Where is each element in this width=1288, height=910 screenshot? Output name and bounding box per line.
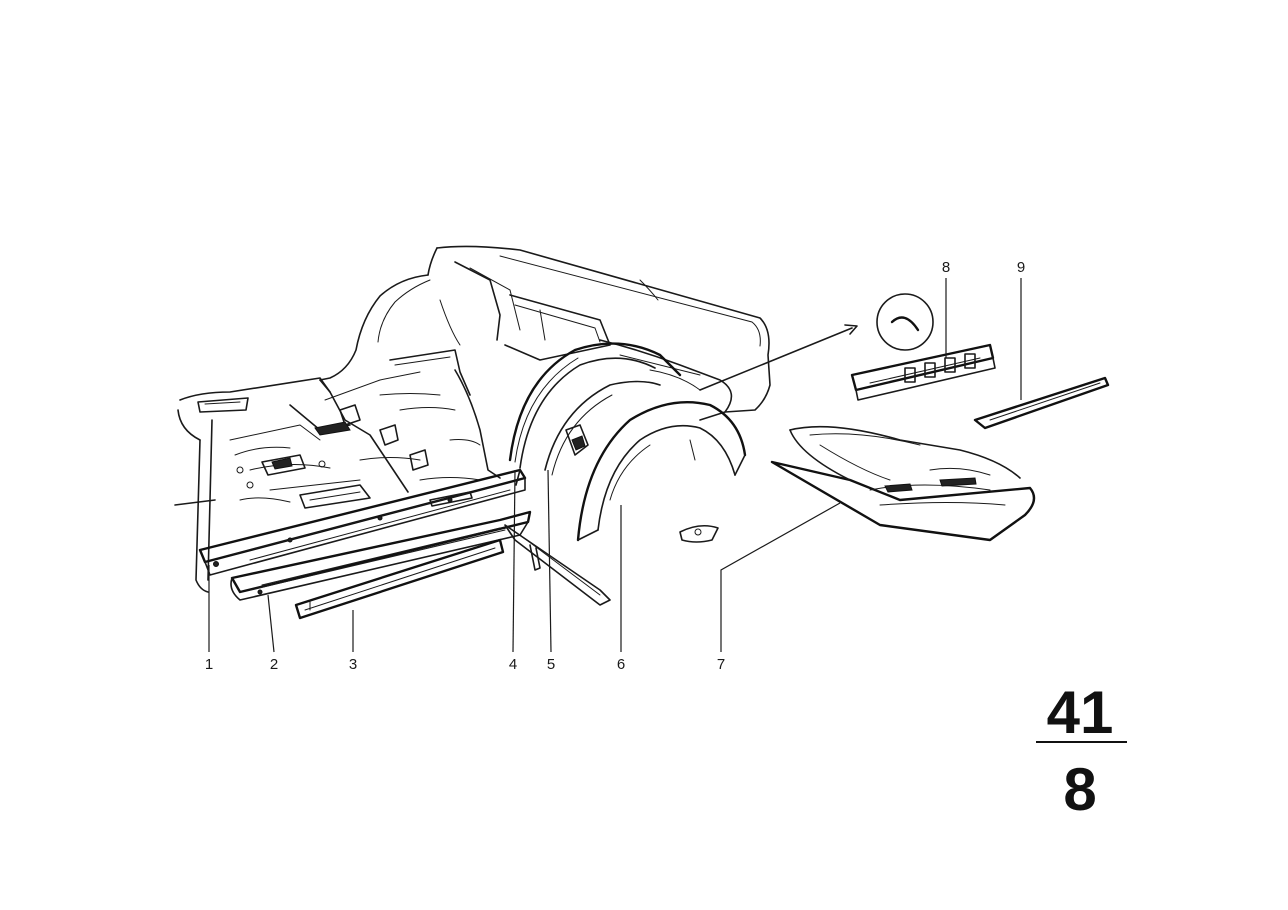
callout-3: 3: [349, 656, 357, 673]
callout-2: 2: [270, 656, 278, 673]
callout-5: 5: [547, 656, 555, 673]
callout-8: 8: [942, 259, 950, 276]
page-group-number: 41: [1047, 679, 1114, 746]
leader-2: [267, 594, 275, 653]
page-reference: 41 8: [1036, 679, 1127, 823]
part-6-wheel-arch-outer: [576, 400, 747, 542]
leader-5: [547, 469, 552, 653]
callout-labels: 1 2 3 4 5 6 7 8 9: [205, 259, 1025, 673]
car-body-shell: [174, 245, 771, 593]
leader-4: [512, 469, 516, 653]
callout-7: 7: [717, 656, 725, 673]
small-cover-plate: [679, 524, 719, 543]
leader-lines: [208, 278, 1022, 653]
part-4-5-wheel-arch-inner: [508, 342, 682, 486]
part-1-inner-sill: [198, 468, 527, 576]
part-8-cross-member: [699, 293, 996, 401]
part-2-outer-sill: [230, 510, 532, 601]
sill-bracket: [504, 524, 611, 606]
callout-1: 1: [205, 656, 213, 673]
page-sub-number: 8: [1063, 756, 1096, 823]
part-3-sill-trim: [294, 538, 505, 620]
leader-7: [720, 502, 841, 652]
callout-9: 9: [1017, 259, 1025, 276]
part-7-trunk-floor: [770, 425, 1036, 542]
part-9-strip: [973, 376, 1110, 430]
callout-4: 4: [509, 656, 517, 673]
callout-6: 6: [617, 656, 625, 673]
